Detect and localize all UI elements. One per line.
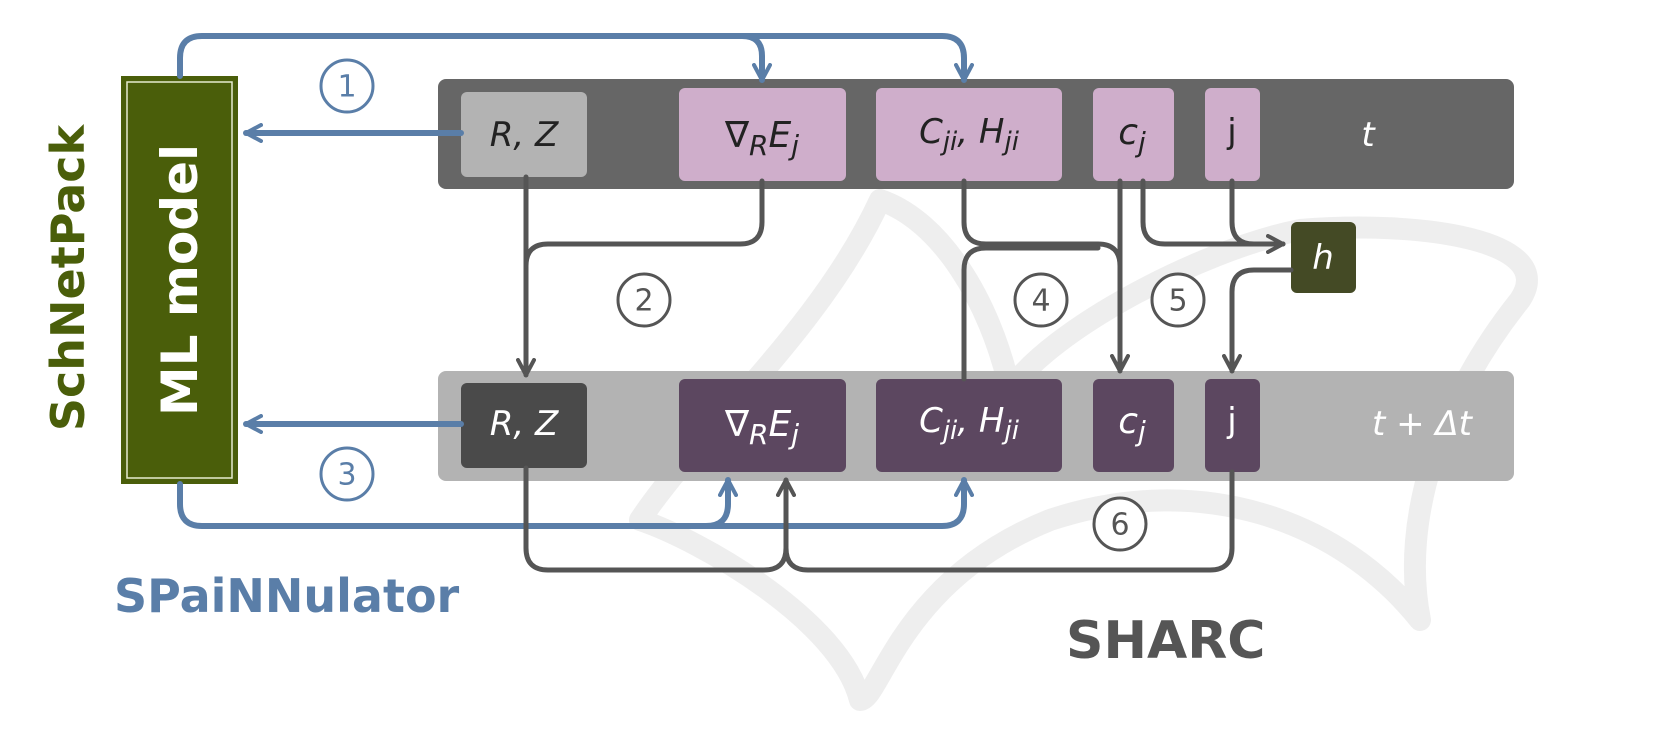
svg-text:3: 3 bbox=[337, 458, 356, 493]
svg-text:cj: cj bbox=[1118, 401, 1146, 448]
cell-bottom-gradient: ∇REj bbox=[679, 379, 846, 472]
svg-text:Cji, Hji: Cji, Hji bbox=[919, 112, 1020, 157]
arrow-gradient-to-rz-bottom bbox=[523, 178, 765, 269]
sharc-label: SHARC bbox=[1066, 611, 1265, 671]
arrow-h-to-state-bottom bbox=[1222, 267, 1294, 374]
step-marker-4: 4 bbox=[1013, 272, 1069, 328]
arrow-ml-to-couplings-top bbox=[739, 33, 974, 83]
svg-text:5: 5 bbox=[1168, 284, 1187, 319]
ml-model-label: ML model bbox=[151, 144, 209, 416]
svg-text:1: 1 bbox=[337, 70, 356, 105]
cell-bottom-state: j bbox=[1205, 379, 1260, 472]
arrow-state-top-to-h bbox=[1229, 178, 1286, 247]
svg-text:2: 2 bbox=[634, 284, 653, 319]
svg-text:Cji, Hji: Cji, Hji bbox=[919, 401, 1020, 446]
arrow-rz-bottom-to-gradient-bottom bbox=[523, 465, 789, 573]
h-box: h bbox=[1291, 222, 1356, 293]
cell-bottom-coefficients: cj bbox=[1093, 379, 1174, 472]
cell-bottom-couplings: Cji, Hji bbox=[876, 379, 1062, 472]
cell-top-gradient: ∇REj bbox=[679, 88, 846, 181]
svg-text:j: j bbox=[1226, 112, 1236, 152]
svg-text:h: h bbox=[1312, 238, 1334, 278]
svg-text:6: 6 bbox=[1110, 508, 1129, 543]
cell-top-coefficients: cj bbox=[1093, 88, 1174, 181]
svg-text:j: j bbox=[1226, 401, 1236, 441]
svg-text:R, Z: R, Z bbox=[490, 115, 559, 155]
arrow-ml-to-gradient-top bbox=[177, 33, 772, 83]
cell-top-rz: R, Z bbox=[461, 92, 587, 177]
step-marker-1: 1 bbox=[319, 58, 375, 114]
time-label-t: t bbox=[1361, 115, 1376, 155]
svg-text:cj: cj bbox=[1118, 112, 1146, 159]
arrow-ml-to-couplings-bottom bbox=[703, 477, 974, 529]
svg-text:∇REj: ∇REj bbox=[724, 115, 799, 162]
svg-text:R, Z: R, Z bbox=[490, 404, 559, 444]
arrow-state-bottom-to-gradient-bottom bbox=[776, 469, 1235, 573]
step-marker-2: 2 bbox=[616, 272, 672, 328]
arrow-couplings-bottom-to-coef-bottom bbox=[961, 245, 1101, 382]
step-marker-3: 3 bbox=[319, 446, 375, 502]
spainnulator-label: SPaiNNulator bbox=[114, 569, 460, 623]
step-marker-5: 5 bbox=[1150, 272, 1206, 328]
cell-top-state: j bbox=[1205, 88, 1260, 181]
arrow-ml-to-gradient-bottom bbox=[177, 477, 738, 529]
cell-bottom-rz: R, Z bbox=[461, 383, 587, 468]
step-marker-6: 6 bbox=[1092, 496, 1148, 552]
ml-model-box: ML model bbox=[121, 76, 238, 484]
schnetpack-label: SchNetPack bbox=[41, 123, 95, 431]
svg-text:4: 4 bbox=[1031, 284, 1050, 319]
time-label-t-plus-dt: t + Δt bbox=[1372, 404, 1474, 444]
cell-top-couplings: Cji, Hji bbox=[876, 88, 1062, 181]
svg-text:∇REj: ∇REj bbox=[724, 404, 799, 451]
arrow-coef-top-to-h bbox=[1140, 178, 1286, 254]
